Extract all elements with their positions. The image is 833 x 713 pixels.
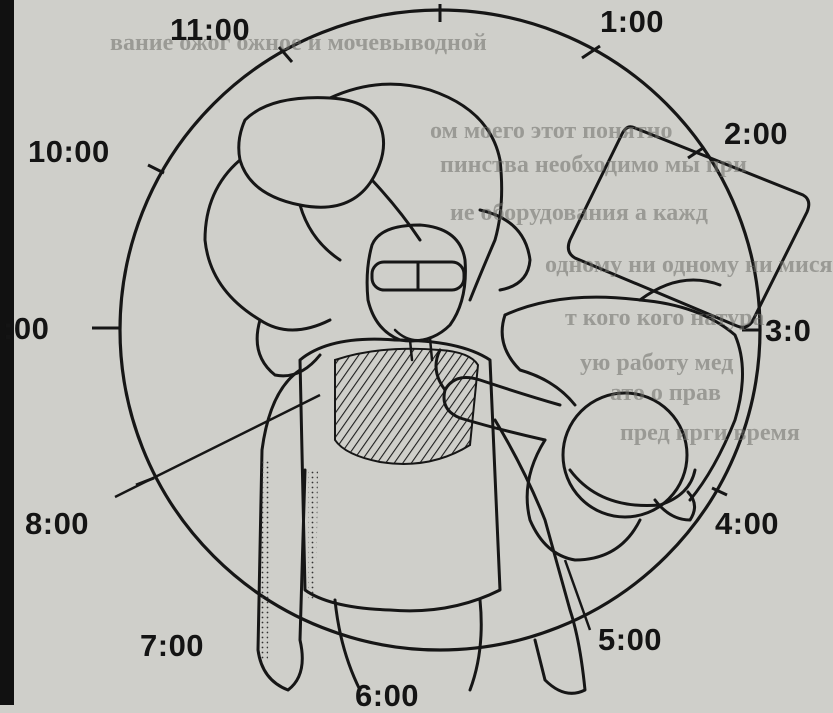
label-4-00: 4:00 <box>715 508 779 539</box>
label-6-00: 6:00 <box>355 680 419 711</box>
label-9-00: :00 <box>3 313 49 344</box>
label-10-00: 10:00 <box>28 136 110 167</box>
label-2-00: 2:00 <box>724 118 788 149</box>
bleed-line-3: пинства необходимо мы при <box>440 152 747 179</box>
bleed-line-1: вание ожог ожное и мочевыводной <box>110 30 487 57</box>
patient-arm-shading <box>260 460 318 660</box>
bleed-line-6: т кого кого натура <box>565 305 764 332</box>
label-8-00: 8:00 <box>25 508 89 539</box>
label-7-00: 7:00 <box>140 630 204 661</box>
bleed-line-5: одному ни одному ни мися <box>545 252 832 279</box>
label-3-00: 3:0 <box>765 315 811 346</box>
bleed-line-9: пред ирги время <box>620 420 800 447</box>
patient-chest-shading <box>335 349 478 464</box>
label-5-00: 5:00 <box>598 624 662 655</box>
bleed-line-7: ую работу мед <box>580 350 733 377</box>
label-1-00: 1:00 <box>600 6 664 37</box>
label-11-00: 11:00 <box>170 14 250 45</box>
bleed-line-4: ие оборудования а кажд <box>450 200 708 227</box>
bleed-line-8: ато о прав <box>610 380 721 407</box>
bleed-line-2: ом моего этот понятно <box>430 118 672 145</box>
page-edge-shadow <box>0 0 14 705</box>
